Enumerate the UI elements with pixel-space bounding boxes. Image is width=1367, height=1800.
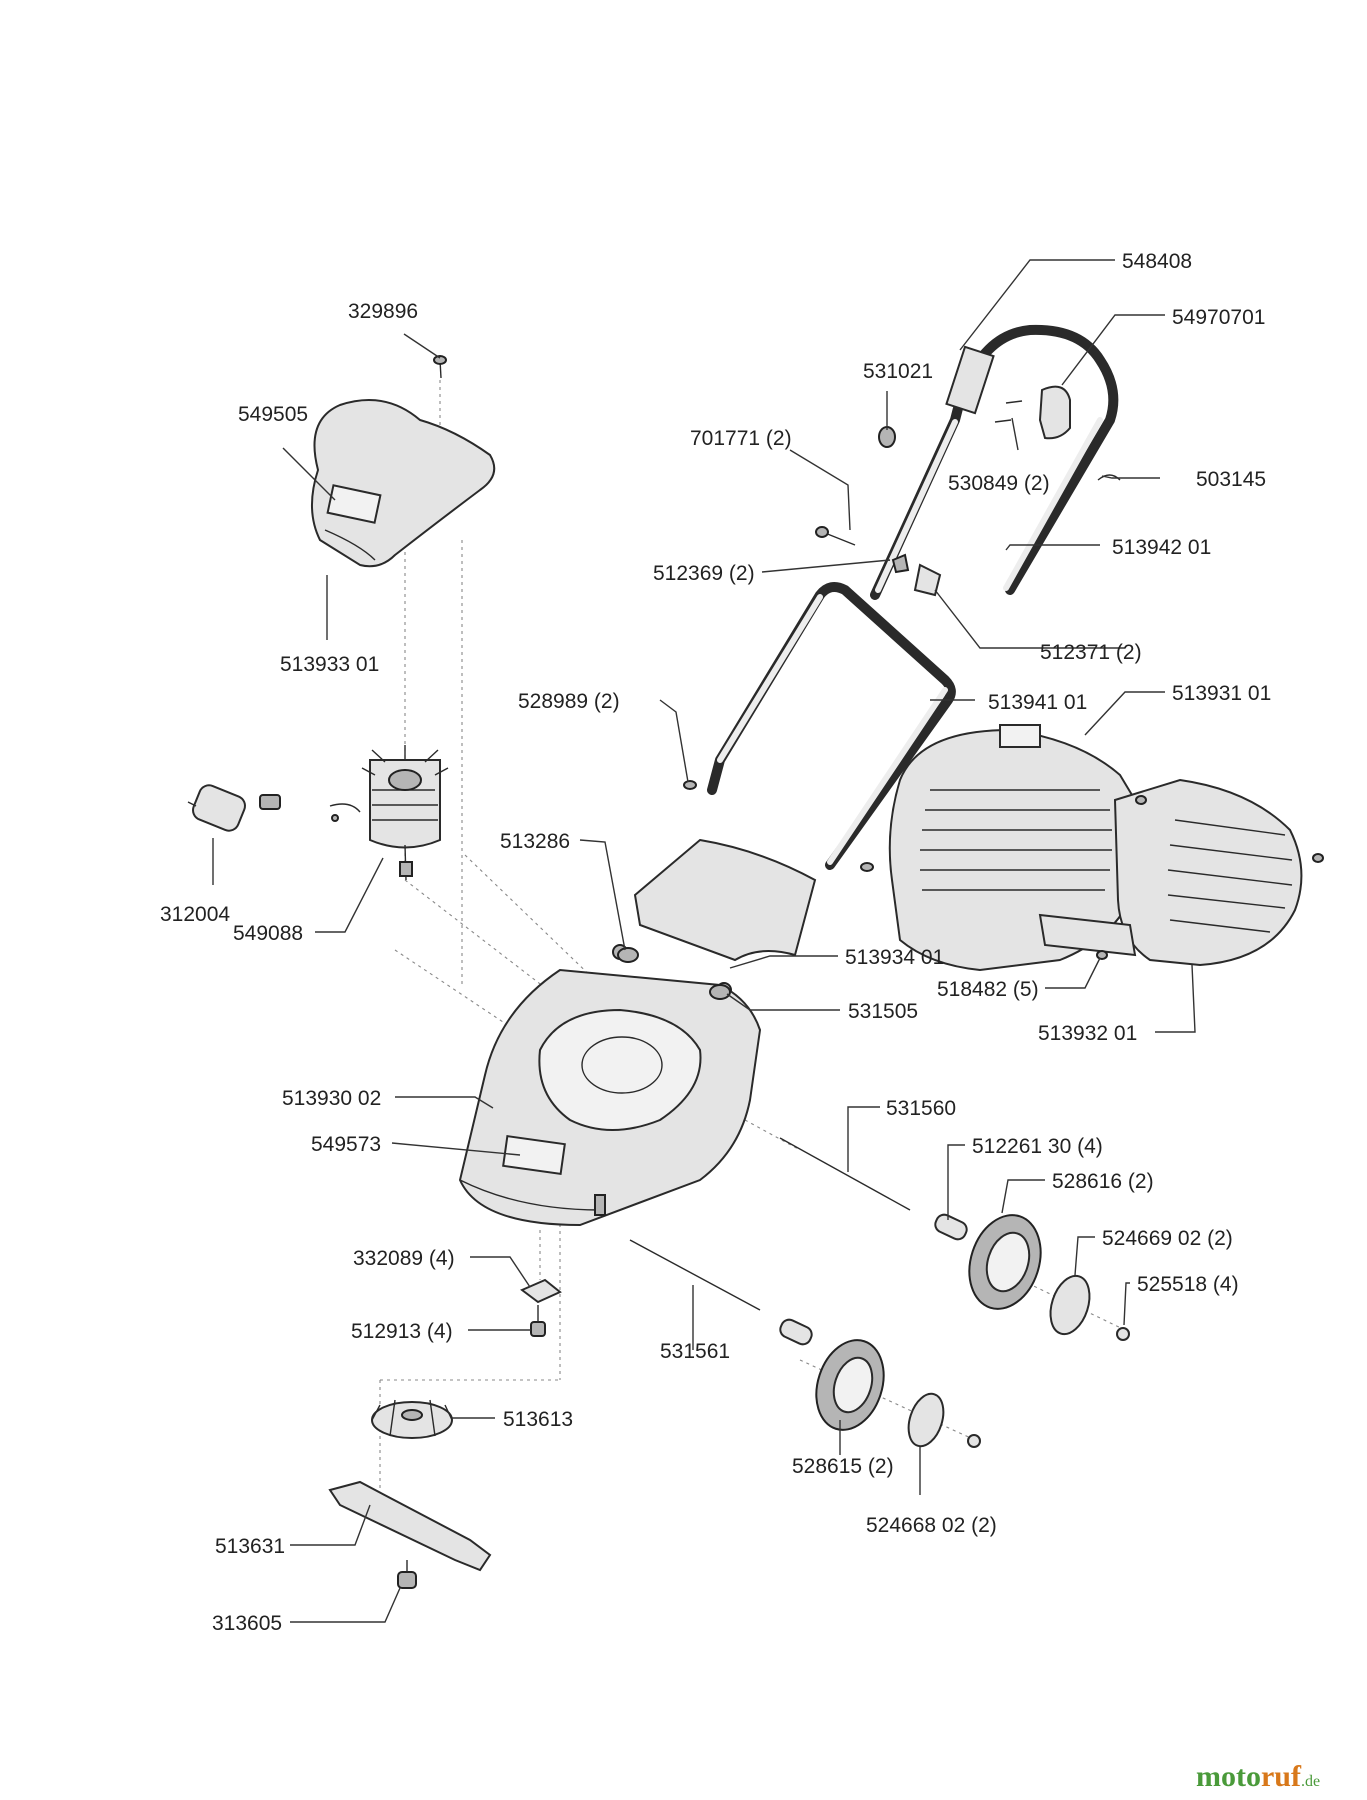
label-513930: 513930 02 xyxy=(282,1087,381,1110)
leader-lines xyxy=(212,259,1196,1623)
label-513931: 513931 01 xyxy=(1172,682,1271,705)
part-fan-513613 xyxy=(371,1399,453,1439)
part-hubcap-524668 xyxy=(907,1392,945,1448)
label-513933: 513933 01 xyxy=(280,653,379,676)
label-531505: 531505 xyxy=(848,1000,918,1023)
part-nut-front xyxy=(967,1434,981,1448)
label-549573: 549573 xyxy=(311,1133,381,1156)
label-528616: 528616 (2) xyxy=(1052,1170,1154,1193)
label-513934: 513934 01 xyxy=(845,946,944,969)
label-512913: 512913 (4) xyxy=(351,1320,453,1343)
part-wheel-528615 xyxy=(815,1339,885,1431)
watermark-logo: motoruf.de xyxy=(1196,1760,1320,1793)
part-handle-lower-513941 xyxy=(683,526,956,872)
label-513942: 513942 01 xyxy=(1112,536,1211,559)
label-528989: 528989 (2) xyxy=(518,690,620,713)
label-513631: 513631 xyxy=(215,1535,285,1558)
part-grass-bag-513932 xyxy=(1038,778,1324,967)
label-549088: 549088 xyxy=(233,922,303,945)
part-spring-531505 xyxy=(709,984,731,1000)
part-number-labels: 548408 54970701 329896 531021 549505 701… xyxy=(160,250,1271,1635)
label-531560: 531560 xyxy=(886,1097,956,1120)
part-spacer-512261 xyxy=(779,1213,968,1346)
part-spring-513286 xyxy=(617,947,639,963)
part-flap-513934 xyxy=(612,838,817,998)
part-handle-upper-513942 xyxy=(870,324,1121,600)
part-deck-513930 xyxy=(458,968,762,1227)
label-313605: 313605 xyxy=(212,1612,282,1635)
svg-text:motoruf.de: motoruf.de xyxy=(1196,1760,1320,1793)
label-518482: 518482 (5) xyxy=(937,978,1039,1001)
part-capacitor-312004 xyxy=(187,784,361,832)
part-axle-531561 xyxy=(629,1239,761,1311)
watermark-suffix: .de xyxy=(1301,1773,1320,1790)
label-531561: 531561 xyxy=(660,1340,730,1363)
part-screw-329896 xyxy=(433,355,447,379)
label-530849: 530849 (2) xyxy=(948,472,1050,495)
label-513613: 513613 xyxy=(503,1408,573,1431)
watermark-part2: ruf xyxy=(1261,1760,1302,1793)
label-513286: 513286 xyxy=(500,830,570,853)
label-525518: 525518 (4) xyxy=(1137,1273,1239,1296)
part-motor-cover-513933 xyxy=(310,399,496,568)
label-701771: 701771 (2) xyxy=(690,427,792,450)
label-54970701: 54970701 xyxy=(1172,306,1265,329)
label-503145: 503145 xyxy=(1196,468,1266,491)
label-512261: 512261 30 (4) xyxy=(972,1135,1103,1158)
label-531021: 531021 xyxy=(863,360,933,383)
part-hubcap-524669 xyxy=(1049,1274,1091,1336)
part-motor-549088 xyxy=(361,745,449,881)
label-312004: 312004 xyxy=(160,903,230,926)
label-512371: 512371 (2) xyxy=(1040,641,1142,664)
label-548408: 548408 xyxy=(1122,250,1192,273)
part-bolt-313605 xyxy=(397,1560,417,1589)
label-513941: 513941 01 xyxy=(988,691,1087,714)
part-axle-531560 xyxy=(779,1137,911,1211)
part-wheel-528616 xyxy=(968,1214,1042,1310)
part-nut-525518 xyxy=(1116,1327,1130,1341)
label-549505: 549505 xyxy=(238,403,308,426)
label-528615: 528615 (2) xyxy=(792,1455,894,1478)
label-513932: 513932 01 xyxy=(1038,1022,1137,1045)
label-329896: 329896 xyxy=(348,300,418,323)
label-512369: 512369 (2) xyxy=(653,562,755,585)
label-332089: 332089 (4) xyxy=(353,1247,455,1270)
part-blade-513631 xyxy=(328,1480,492,1572)
part-bolt-512913 xyxy=(530,1305,546,1337)
label-524669: 524669 02 (2) xyxy=(1102,1227,1233,1250)
watermark-part1: moto xyxy=(1196,1760,1261,1793)
part-washer-332089 xyxy=(520,1278,562,1304)
label-524668: 524668 02 (2) xyxy=(866,1514,997,1537)
